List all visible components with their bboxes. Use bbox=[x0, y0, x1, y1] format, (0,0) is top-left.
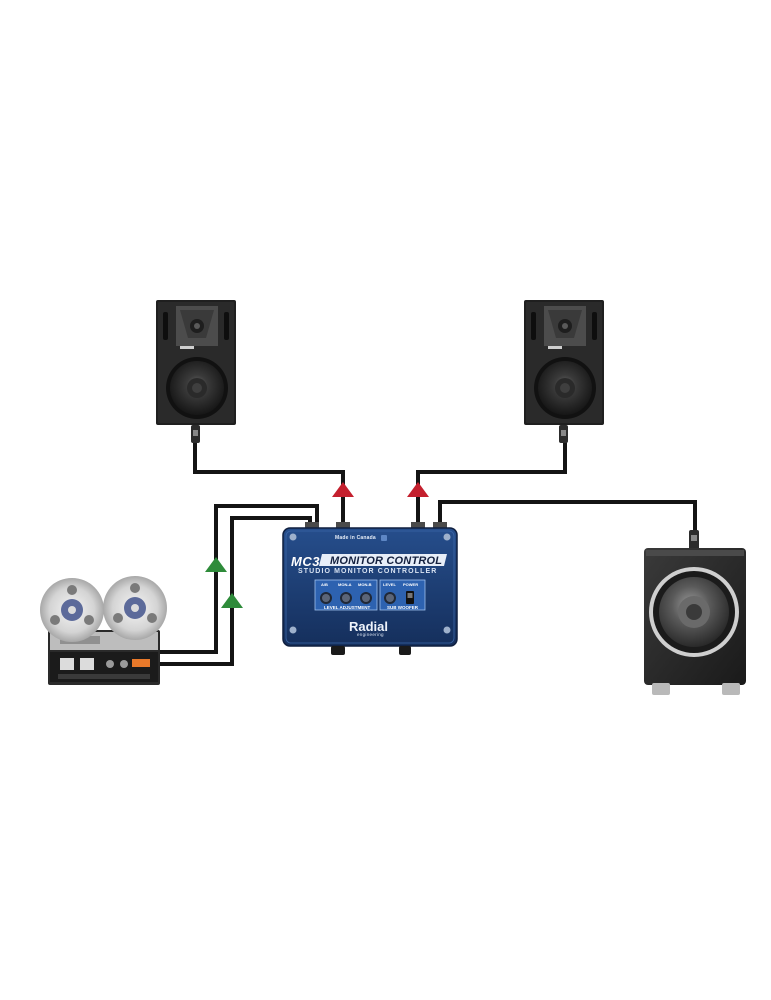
knob-label-power: POWER bbox=[403, 582, 419, 587]
input-arrow-lower-icon bbox=[221, 593, 243, 608]
output-arrow-left-icon bbox=[332, 482, 354, 497]
device-title: MONITOR CONTROL bbox=[330, 555, 443, 567]
model-label: MC3 bbox=[291, 554, 320, 569]
cable-right-monitor bbox=[416, 440, 567, 528]
output-arrow-right-icon bbox=[407, 482, 429, 497]
device-subtitle: STUDIO MONITOR CONTROLLER bbox=[298, 568, 438, 575]
cable-tape-input-2 bbox=[158, 516, 312, 666]
knob-ab[interactable] bbox=[320, 592, 332, 604]
knob-mon-a[interactable] bbox=[340, 592, 352, 604]
made-in-label: Made in Canada bbox=[335, 535, 376, 541]
cable-tape-input-1 bbox=[158, 504, 319, 654]
subwoofer-icon bbox=[644, 530, 746, 695]
brand-tagline: engineering bbox=[357, 632, 384, 637]
knob-label-mon-a: MON-A bbox=[338, 582, 352, 587]
power-switch[interactable] bbox=[406, 591, 414, 604]
monitor-controller bbox=[282, 522, 458, 655]
studio-monitor-right-icon bbox=[524, 300, 604, 443]
reel-to-reel-icon bbox=[40, 576, 167, 685]
panel-label-sub-woofer: SUB WOOFER bbox=[387, 605, 418, 610]
knob-label-level: LEVEL bbox=[383, 582, 396, 587]
cable-subwoofer bbox=[438, 500, 697, 540]
cables bbox=[158, 440, 697, 666]
knob-label-ab: A/B bbox=[321, 582, 328, 587]
signal-arrows bbox=[205, 482, 429, 608]
knob-mon-b[interactable] bbox=[360, 592, 372, 604]
panel-label-level-adjustment: LEVEL ADJUSTMENT bbox=[324, 605, 371, 610]
brand-logo: Radial bbox=[349, 619, 389, 634]
input-arrow-upper-icon bbox=[205, 557, 227, 572]
cable-left-monitor bbox=[193, 440, 345, 528]
knob-sub-level[interactable] bbox=[384, 592, 396, 604]
knob-label-mon-b: MON-B bbox=[358, 582, 372, 587]
studio-monitor-left-icon bbox=[156, 300, 236, 443]
